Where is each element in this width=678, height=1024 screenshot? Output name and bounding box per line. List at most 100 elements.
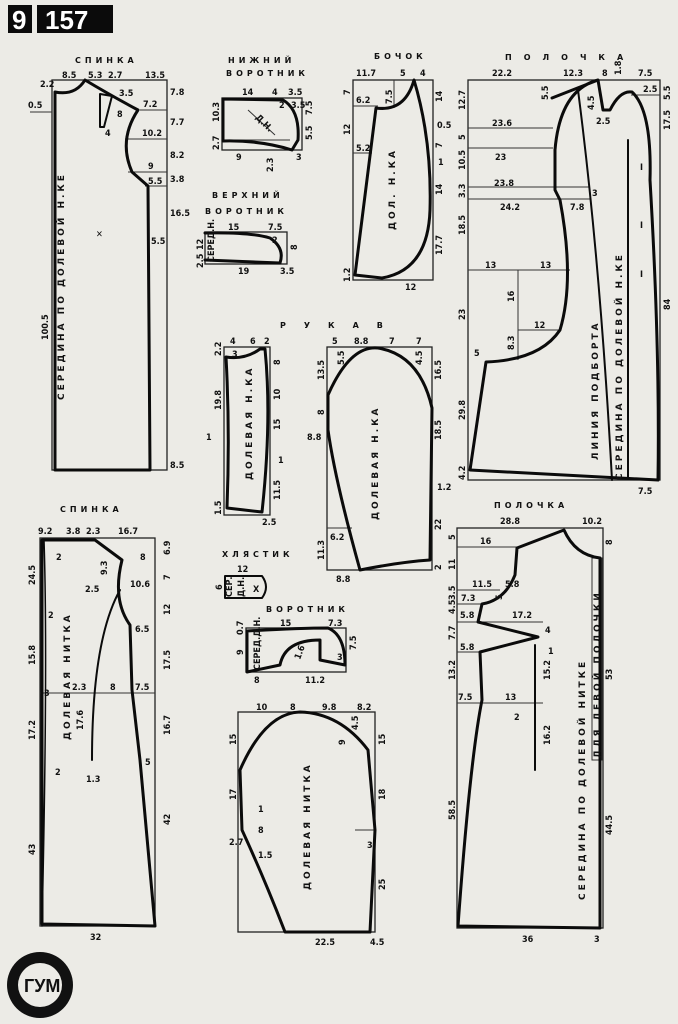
dimension-label: 5 xyxy=(332,337,338,347)
dimension-label: 14 xyxy=(242,88,254,98)
dimension-label: 2 xyxy=(434,564,444,570)
dimension-label: 17.6 xyxy=(76,710,86,730)
dimension-label: 5.2 xyxy=(356,144,370,154)
dimension-label: 24.5 xyxy=(28,565,38,585)
dimension-label: РУКАВ xyxy=(280,321,401,330)
dimension-label: 3.5 xyxy=(119,89,134,99)
dimension-label: 10.5 xyxy=(458,150,468,170)
dimension-label: 22 xyxy=(434,519,444,530)
dimension-label: 11.3 xyxy=(317,540,327,560)
dimension-label: 7.8 xyxy=(170,88,185,98)
dimension-label: 16 xyxy=(480,537,492,547)
dimension-label: СПИНКА xyxy=(60,505,123,514)
dimension-label: 12 xyxy=(343,124,353,135)
dimension-label: 2.3 xyxy=(72,683,86,693)
dimension-label: 19 xyxy=(238,267,250,277)
dimension-label: 10.2 xyxy=(582,517,602,527)
pattern-number: 157 xyxy=(45,5,88,35)
dimension-label: 1 xyxy=(206,433,212,443)
dimension-label: 17 xyxy=(229,789,239,800)
dimension-label: 12 xyxy=(196,239,206,250)
dimension-label: 8 xyxy=(605,539,615,545)
dimension-label: 11.2 xyxy=(305,676,325,686)
dimension-label: 3.3 xyxy=(458,184,468,198)
dimension-label: СЕРЕДИНА ПО ДОЛЕВОЙ Н.КЕ xyxy=(613,252,625,480)
dimension-label: СЕР. xyxy=(225,577,235,597)
dimension-label: 5 xyxy=(474,349,480,359)
dimension-label: 2.5 xyxy=(262,518,277,528)
dimension-label: 22.2 xyxy=(492,69,512,79)
dimension-label: 17.5 xyxy=(663,110,673,130)
dimension-label: 1.8 xyxy=(614,60,624,75)
dimension-label: 15.8 xyxy=(28,645,38,665)
dimension-label: 0.5 xyxy=(437,121,452,131)
dimension-label: 3 xyxy=(296,153,302,163)
dimension-label: 11.7 xyxy=(356,69,376,79)
dimension-label: 84 xyxy=(663,298,673,310)
dimension-label: 8 xyxy=(140,553,146,563)
dimension-label: Д.Н. xyxy=(237,577,247,597)
dimension-label: 8.8 xyxy=(307,433,322,443)
dimension-label: 2.5 xyxy=(85,585,100,595)
dimension-label: 5.5 xyxy=(663,85,673,100)
dimension-label: 4.5 xyxy=(587,95,597,110)
dimension-label: 13 xyxy=(485,261,496,271)
dimension-label: 17.5 xyxy=(163,650,173,670)
dimension-label: 16.7 xyxy=(118,527,138,537)
dimension-label: 15 xyxy=(273,418,283,430)
dimension-label: 4 xyxy=(420,69,426,79)
dimension-label: 9 xyxy=(236,153,242,163)
dimension-label: I xyxy=(640,270,643,280)
dimension-label: 7.5 xyxy=(385,89,395,104)
dimension-label: 2.5 xyxy=(643,85,658,95)
piece-title: СПИНКА xyxy=(75,56,138,65)
dimension-label: 8 xyxy=(254,676,260,686)
dimension-label: 4 xyxy=(545,626,551,636)
dimension-label: 9 xyxy=(148,162,154,172)
dimension-label: 4.5 xyxy=(448,599,458,614)
dimension-label: 7 xyxy=(163,574,173,580)
dimension-label: 7.5 xyxy=(305,100,315,115)
dimension-label: 7.5 xyxy=(638,487,653,497)
dimension-label: 15 xyxy=(228,223,240,233)
dimension-label: 5.5 xyxy=(151,237,166,247)
dimension-label: 100.5 xyxy=(41,314,51,340)
dimension-label: 32 xyxy=(90,933,101,943)
dimension-label: 10 xyxy=(256,703,268,713)
dimension-label: 8 xyxy=(290,703,296,713)
dimension-label: 10.3 xyxy=(212,102,222,122)
dimension-label: 1.2 xyxy=(343,268,353,282)
dimension-label: 3.8 xyxy=(66,527,81,537)
dimension-label: 5.5 xyxy=(337,350,347,365)
dimension-label: СЕРЕДИНА ПО ДОЛЕВОЙ НИТКЕ xyxy=(576,659,588,900)
dimension-label: 7.5 xyxy=(349,635,359,650)
dimension-label: 12 xyxy=(534,321,545,331)
dimension-label: 1 xyxy=(438,158,444,168)
dimension-label: 5 xyxy=(400,69,406,79)
dimension-label: 8 xyxy=(273,359,283,365)
dimension-label: 2.2 xyxy=(40,80,54,90)
dimension-label: 7.5 xyxy=(638,69,653,79)
dimension-label: 53 xyxy=(605,669,615,680)
dimension-label: 16.5 xyxy=(434,360,444,380)
dimension-label: 8.8 xyxy=(336,575,351,585)
dimension-label: ДЛЯ ЛЕВОЙ ПОЛОЧКИ xyxy=(591,590,603,758)
dimension-label: 18 xyxy=(378,788,388,800)
dimension-label: 7.5 xyxy=(268,223,283,233)
dimension-label: 43 xyxy=(28,844,38,855)
dimension-label: 17.2 xyxy=(512,611,532,621)
dimension-label: 3 xyxy=(592,189,598,199)
dimension-label: 5.5 xyxy=(148,177,163,187)
dimension-label: 7 xyxy=(416,337,422,347)
dimension-label: 28.8 xyxy=(500,517,520,527)
dimension-label: ЛИНИЯ ПОДБОРТА xyxy=(591,320,601,460)
dimension-label: 13 xyxy=(505,693,516,703)
dimension-label: 4.5 xyxy=(415,350,425,365)
dimension-label: 6 xyxy=(215,584,225,590)
dimension-label: 5.5 xyxy=(305,125,315,140)
dimension-label: ПОЛОЧКА xyxy=(505,53,635,62)
